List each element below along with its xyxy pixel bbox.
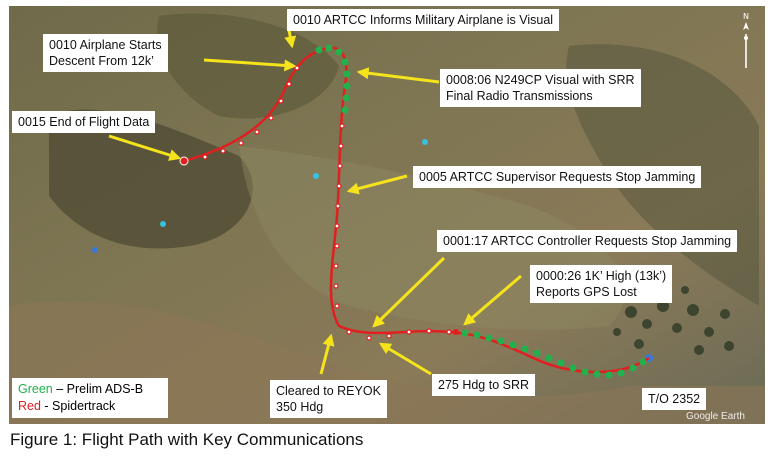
- label-military-visual: 0010 ARTCC Informs Military Airplane is …: [287, 9, 560, 31]
- label-controller: 0001:17 ARTCC Controller Requests Stop J…: [437, 230, 738, 252]
- annotation-arrows: [108, 29, 522, 376]
- legend-red-label: Red: [18, 399, 41, 413]
- valley-region-south: [9, 301, 765, 424]
- label-gps-lost: 0000:26 1K’ High (13k’) Reports GPS Lost: [530, 265, 673, 303]
- label-n249cp-visual: 0008:06 N249CP Visual with SRR Final Rad…: [440, 69, 641, 107]
- label-takeoff: T/O 2352: [642, 388, 707, 410]
- legend-spidertrack: Red - Spidertrack: [18, 398, 162, 415]
- legend-green-text: – Prelim ADS-B: [52, 382, 144, 396]
- spidertrack-points: [202, 65, 452, 341]
- mountain-region-west: [49, 109, 253, 249]
- label-supervisor: 0005 ARTCC Supervisor Requests Stop Jamm…: [413, 166, 702, 188]
- label-end-of-data: 0015 End of Flight Data: [12, 111, 156, 133]
- compass-icon: N: [743, 12, 749, 68]
- figure-caption: Figure 1: Flight Path with Key Communica…: [10, 430, 364, 449]
- flight-path-line: [183, 46, 650, 374]
- gps-lost-marker: [453, 329, 459, 335]
- legend: Green – Prelim ADS-B Red - Spidertrack: [12, 378, 168, 418]
- google-earth-watermark: Google Earth: [686, 411, 745, 422]
- legend-red-text: - Spidertrack: [40, 399, 116, 413]
- ads-b-points: [315, 44, 647, 379]
- label-cleared: Cleared to REYOK 350 Hdg: [270, 380, 387, 418]
- label-descent: 0010 Airplane Starts Descent From 12k’: [43, 34, 168, 72]
- legend-green-label: Green: [18, 382, 53, 396]
- label-heading-srr: 275 Hdg to SRR: [432, 374, 536, 396]
- farm-fields: [613, 286, 734, 355]
- end-of-data-marker: [179, 156, 189, 166]
- svg-text:N: N: [743, 12, 749, 21]
- legend-ads-b: Green – Prelim ADS-B: [18, 381, 162, 398]
